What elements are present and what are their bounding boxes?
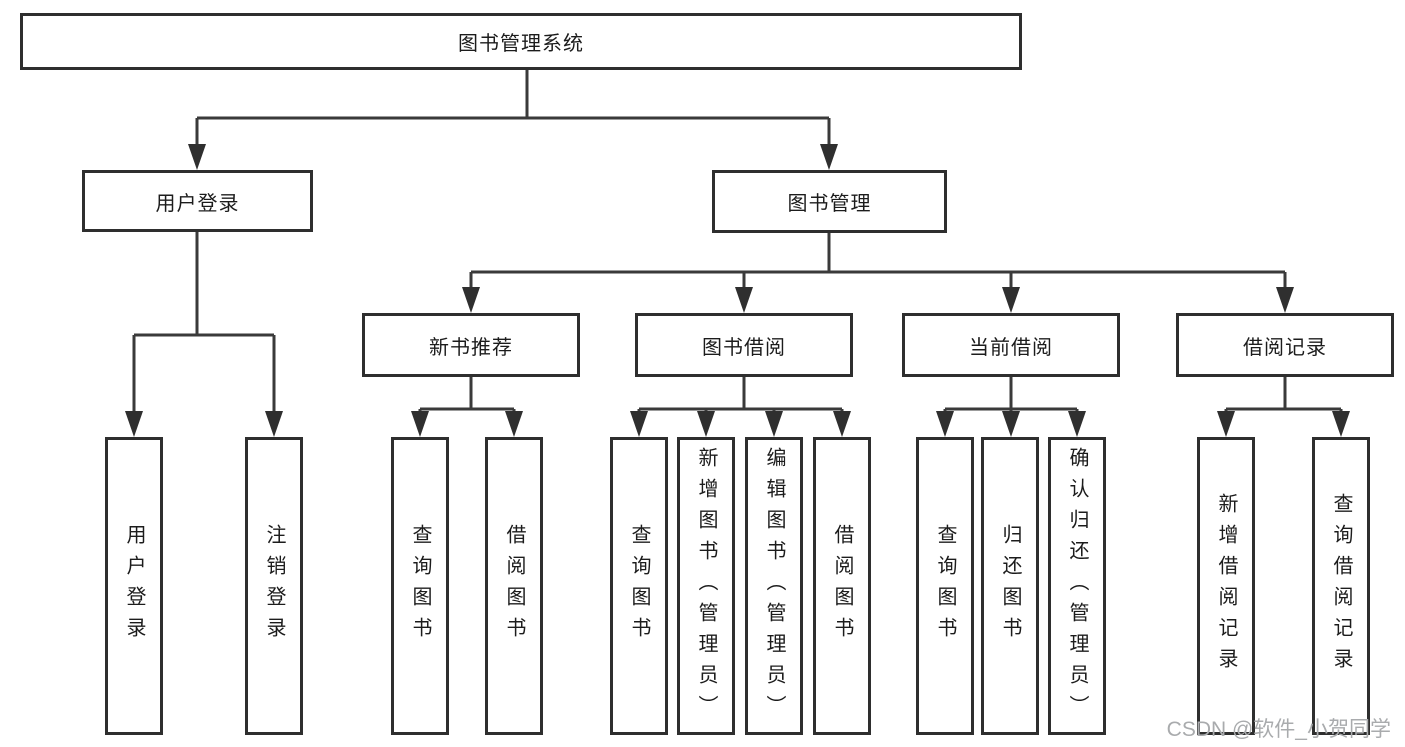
leaf-query-books-recommend: 查询图书	[391, 437, 449, 735]
arrowhead-icon	[411, 411, 429, 437]
arrowhead-icon	[1002, 287, 1020, 313]
leaf-label: 查询图书	[934, 524, 956, 648]
leaf-add-books-admin: 新增图书（管理员）	[677, 437, 735, 735]
arrowhead-icon	[820, 144, 838, 170]
leaf-add-borrow-record: 新增借阅记录	[1197, 437, 1255, 735]
leaf-label: 归还图书	[999, 524, 1021, 648]
leaf-borrow-books-recommend: 借阅图书	[485, 437, 543, 735]
node-borrowing-records: 借阅记录	[1176, 313, 1394, 377]
leaf-query-books-current: 查询图书	[916, 437, 974, 735]
node-label: 当前借阅	[969, 336, 1053, 359]
node-label: 借阅记录	[1243, 336, 1327, 359]
leaf-logout: 注销登录	[245, 437, 303, 735]
node-book-borrowing: 图书借阅	[635, 313, 853, 377]
arrowhead-icon	[188, 144, 206, 170]
leaf-edit-books-admin: 编辑图书（管理员）	[745, 437, 803, 735]
leaf-label: 用户登录	[123, 524, 145, 648]
leaf-label: 借阅图书	[831, 524, 853, 648]
arrowhead-icon	[765, 411, 783, 437]
node-label: 图书管理系统	[458, 33, 584, 55]
arrowhead-icon	[936, 411, 954, 437]
arrowhead-icon	[462, 287, 480, 313]
arrowhead-icon	[505, 411, 523, 437]
node-label: 用户登录	[155, 192, 240, 215]
arrowhead-icon	[697, 411, 715, 437]
arrowhead-icon	[125, 411, 143, 437]
node-label: 图书管理	[787, 193, 872, 215]
node-label: 图书借阅	[702, 336, 786, 359]
leaf-label: 新增借阅记录	[1215, 493, 1237, 679]
leaf-label: 查询图书	[628, 524, 650, 648]
arrowhead-icon	[1276, 287, 1294, 313]
leaf-label: 查询借阅记录	[1330, 493, 1352, 679]
arrowhead-icon	[265, 411, 283, 437]
leaf-label: 查询图书	[409, 524, 431, 648]
leaf-label: 借阅图书	[503, 524, 525, 648]
leaf-confirm-return-admin: 确认归还（管理员）	[1048, 437, 1106, 735]
node-book-management: 图书管理	[712, 170, 947, 233]
arrowhead-icon	[1332, 411, 1350, 437]
node-current-borrowing: 当前借阅	[902, 313, 1120, 377]
arrowhead-icon	[630, 411, 648, 437]
csdn-watermark: CSDN @软件_小贺同学	[1166, 718, 1391, 741]
arrowhead-icon	[833, 411, 851, 437]
leaf-borrow-books-borrowing: 借阅图书	[813, 437, 871, 735]
leaf-query-borrow-record: 查询借阅记录	[1312, 437, 1370, 735]
leaf-user-login: 用户登录	[105, 437, 163, 735]
arrowhead-icon	[1002, 411, 1020, 437]
node-user-login: 用户登录	[82, 170, 313, 232]
node-new-book-recommendation: 新书推荐	[362, 313, 580, 377]
leaf-label: 新增图书（管理员）	[695, 446, 717, 726]
arrowhead-icon	[1217, 411, 1235, 437]
leaf-query-books-borrowing: 查询图书	[610, 437, 668, 735]
arrowhead-icon	[735, 287, 753, 313]
leaf-label: 编辑图书（管理员）	[763, 446, 785, 726]
leaf-label: 注销登录	[263, 524, 285, 648]
node-library-management-system: 图书管理系统	[20, 13, 1022, 70]
leaf-return-books: 归还图书	[981, 437, 1039, 735]
arrowhead-icon	[1068, 411, 1086, 437]
leaf-label: 确认归还（管理员）	[1066, 446, 1088, 726]
arrowhead-group	[125, 144, 1350, 437]
node-label: 新书推荐	[429, 336, 513, 359]
